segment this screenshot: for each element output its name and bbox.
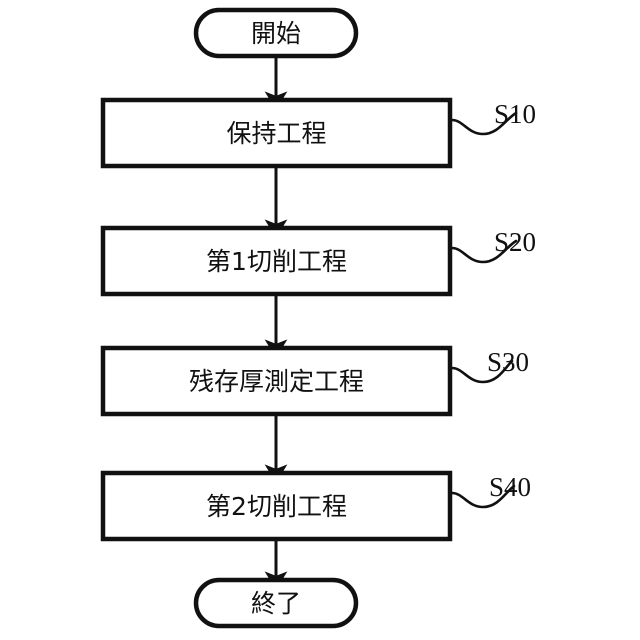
leader-line-s10 — [450, 111, 518, 136]
node-s10-shape — [100, 97, 453, 169]
node-s20-label: 第1切削工程 — [206, 246, 347, 276]
node-start-label: 開始 — [250, 18, 301, 48]
node-s30-shape — [100, 345, 453, 417]
node-end-label: 終了 — [250, 588, 301, 618]
node-end-shape — [193, 577, 359, 629]
step-tag-s20: S20 — [494, 227, 537, 257]
node-s30-label: 残存厚測定工程 — [188, 366, 364, 396]
leader-line-s40 — [450, 484, 516, 509]
step-tag-s30: S30 — [487, 347, 530, 377]
step-tag-s40: S40 — [489, 472, 532, 502]
leader-line-s20 — [450, 239, 518, 264]
step-tag-s10: S10 — [494, 99, 537, 129]
node-s10-label: 保持工程 — [226, 118, 327, 148]
leader-line-s30 — [450, 359, 514, 384]
node-s40-label: 第2切削工程 — [206, 491, 347, 521]
